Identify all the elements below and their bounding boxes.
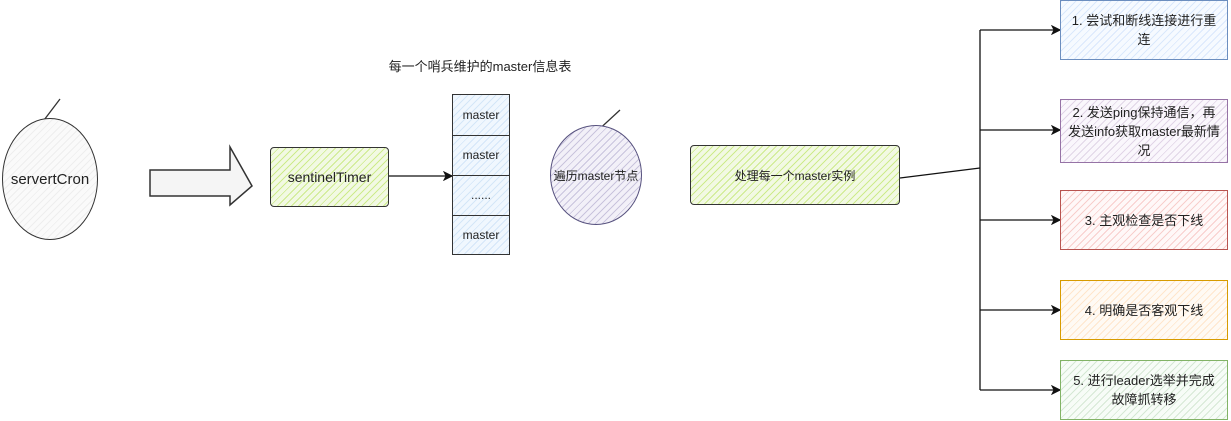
step-label: 1. 尝试和断线连接进行重连 (1071, 13, 1217, 47)
sentinel-timer-node: sentinelTimer (270, 147, 389, 207)
step-label: 5. 进行leader选举并完成故障抓转移 (1073, 373, 1215, 407)
table-row: master (462, 228, 500, 242)
step-ping-info: 2. 发送ping保持通信，再发送info获取master最新情况 (1060, 99, 1228, 163)
master-table: master master ...... master (452, 94, 510, 255)
table-row: master (453, 95, 509, 136)
step-reconnect: 1. 尝试和断线连接进行重连 (1060, 0, 1228, 60)
step-objective-down: 4. 明确是否客观下线 (1060, 280, 1228, 340)
fan-out-lines (899, 24, 1062, 396)
servercron-node: servertCron (2, 118, 98, 240)
step-label: 3. 主观检查是否下线 (1084, 212, 1204, 228)
step-label: 2. 发送ping保持通信，再发送info获取master最新情况 (1068, 104, 1220, 158)
process-node: 处理每一个master实例 (690, 145, 900, 205)
traverse-label: 遍历master节点 (553, 168, 639, 183)
servercron-label: servertCron (10, 170, 90, 188)
table-row: ...... (453, 175, 509, 216)
step-subjective-down: 3. 主观检查是否下线 (1060, 190, 1228, 250)
table-title-text: 每一个哨兵维护的master信息表 (388, 58, 572, 74)
table-row: master (453, 135, 509, 176)
table-title: 每一个哨兵维护的master信息表 (340, 55, 620, 75)
process-label: 处理每一个master实例 (734, 168, 856, 183)
big-arrow (149, 144, 253, 207)
traverse-node: 遍历master节点 (550, 125, 642, 225)
sentinel-timer-label: sentinelTimer (287, 169, 372, 185)
step-label: 4. 明确是否客观下线 (1084, 302, 1204, 318)
step-failover: 5. 进行leader选举并完成故障抓转移 (1060, 360, 1228, 420)
